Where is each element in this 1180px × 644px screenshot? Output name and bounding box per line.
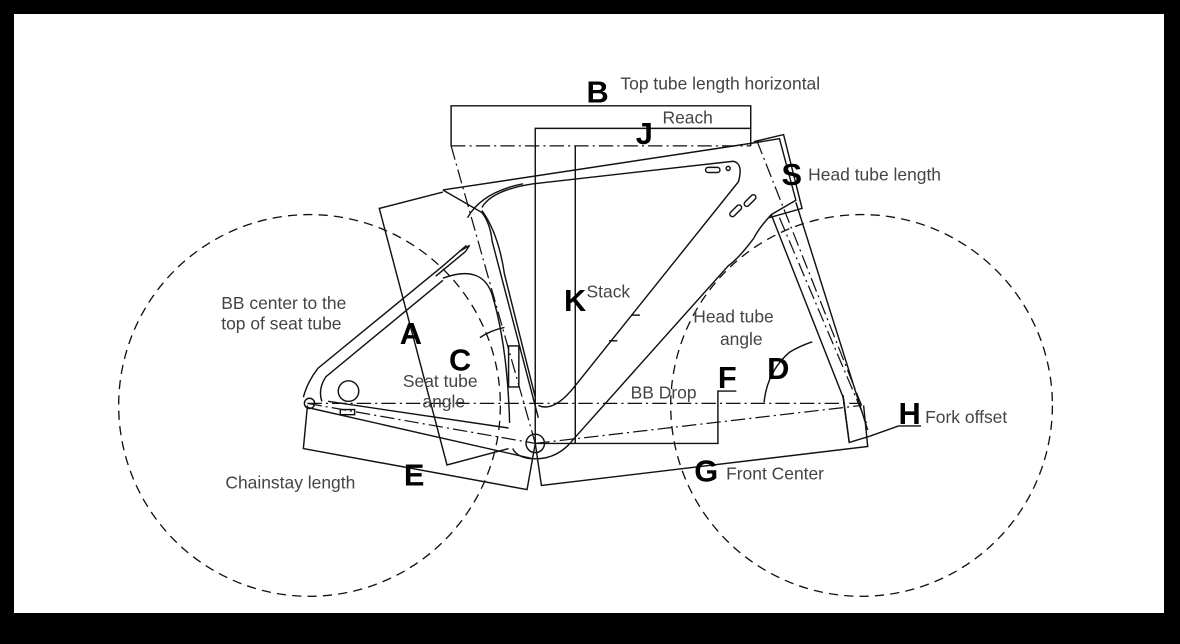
head-tube <box>753 137 797 239</box>
letter-e: E <box>404 457 425 492</box>
seatstay <box>302 244 467 398</box>
seatstay-inner <box>319 279 444 402</box>
label-seat-tube-angle-2: angle <box>422 391 465 411</box>
label-head-tube-angle-2: angle <box>720 329 763 349</box>
top-tube <box>442 142 755 191</box>
label-fork-offset: Fork offset <box>925 407 1007 427</box>
head-tube-angle-arc <box>763 341 813 403</box>
label-reach: Reach <box>662 107 712 127</box>
derailleur-mount <box>507 345 520 388</box>
letter-g: G <box>694 453 718 488</box>
top-tube-inner <box>481 160 741 408</box>
letter-b: B <box>587 75 609 110</box>
chainstay <box>307 406 534 460</box>
letter-d: D <box>767 351 789 386</box>
letter-s: S <box>782 157 803 192</box>
chainstay-top <box>327 400 509 429</box>
bottom-bracket <box>525 433 546 454</box>
label-bb-drop: BB Drop <box>631 382 697 402</box>
head-tube-axis <box>756 140 863 406</box>
letter-a: A <box>400 316 422 351</box>
label-head-tube-length: Head tube length <box>808 165 941 185</box>
diagram-svg: B J S K A C D F H E G Top tube length ho… <box>117 73 1054 597</box>
bottle-bolt-2 <box>743 194 757 208</box>
seat-mast-arrow <box>435 244 471 277</box>
label-front-center: Front Center <box>726 463 824 483</box>
top-tube-horizontal-bracket <box>450 105 752 146</box>
front-center-axis <box>535 404 862 445</box>
seat-tube-axis <box>450 145 536 444</box>
seat-tube <box>442 189 540 418</box>
head-tube-length-bracket <box>753 133 803 219</box>
front-center-bracket <box>534 405 869 487</box>
rear-dropout <box>303 397 316 410</box>
rear-wheel <box>117 213 502 597</box>
label-seat-tube-angle-1: Seat tube <box>403 371 478 391</box>
geometry-diagram: B J S K A C D F H E G Top tube length ho… <box>14 14 1164 613</box>
fork-blade-front <box>795 202 869 431</box>
chainstay-port <box>339 408 356 416</box>
seat-tube-angle-arc <box>479 326 505 339</box>
label-head-tube-angle-1: Head tube <box>693 306 773 326</box>
fork-blade <box>770 214 850 443</box>
label-stack: Stack <box>587 282 631 302</box>
reach-bracket <box>534 127 751 444</box>
seatstay-curve <box>442 272 511 423</box>
letter-f: F <box>718 360 737 395</box>
letter-j: J <box>636 116 653 151</box>
chainstay-bracket <box>302 405 536 491</box>
fork-offset-bracket <box>842 395 870 444</box>
bottle-bolt-1 <box>729 204 743 218</box>
letter-c: C <box>449 343 471 378</box>
fork-axis <box>778 217 868 424</box>
letter-k: K <box>564 283 586 318</box>
letter-h: H <box>898 396 920 431</box>
front-wheel <box>670 213 1054 597</box>
label-bb-to-seat-tube-1: BB center to the <box>221 293 346 313</box>
label-chainstay-length: Chainstay length <box>225 473 355 493</box>
seat-tube-inner <box>481 210 536 398</box>
bb-drop-bracket <box>535 390 737 445</box>
cable-port <box>704 166 721 174</box>
top-tube-inner-2 <box>466 183 524 219</box>
seat-tube-length-bracket <box>378 191 509 466</box>
label-top-tube-length: Top tube length horizontal <box>620 73 820 93</box>
rear-brake-caliper <box>337 380 360 403</box>
cable-port-small <box>725 165 731 172</box>
label-bb-to-seat-tube-2: top of seat tube <box>221 314 341 334</box>
fork-offset-leader <box>869 425 899 437</box>
